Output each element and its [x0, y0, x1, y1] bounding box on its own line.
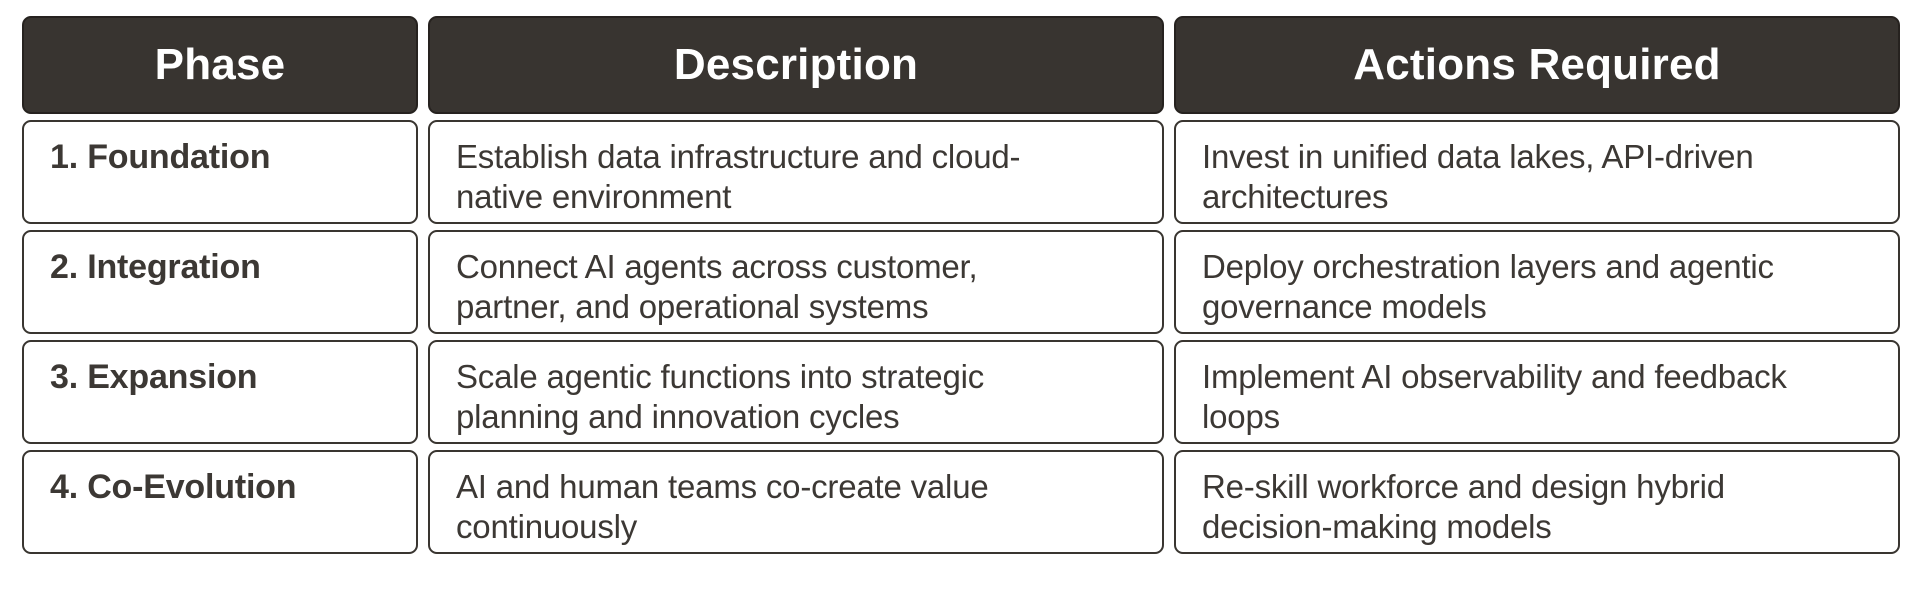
description-cell-foundation: Establish data infrastructure and cloud-… — [428, 120, 1164, 224]
column-header-phase: Phase — [22, 16, 418, 114]
description-cell-expansion: Scale agentic functions into strategic p… — [428, 340, 1164, 444]
phase-cell-foundation: 1. Foundation — [22, 120, 418, 224]
column-header-description: Description — [428, 16, 1164, 114]
phase-cell-expansion: 3. Expansion — [22, 340, 418, 444]
actions-cell-co-evolution: Re-skill workforce and design hybrid dec… — [1174, 450, 1900, 554]
description-cell-co-evolution: AI and human teams co-create value conti… — [428, 450, 1164, 554]
actions-cell-foundation: Invest in unified data lakes, API-driven… — [1174, 120, 1900, 224]
actions-cell-expansion: Implement AI observability and feedback … — [1174, 340, 1900, 444]
description-cell-integration: Connect AI agents across customer, partn… — [428, 230, 1164, 334]
phase-cell-co-evolution: 4. Co-Evolution — [22, 450, 418, 554]
phase-table: Phase Description Actions Required 1. Fo… — [22, 16, 1900, 554]
actions-cell-integration: Deploy orchestration layers and agentic … — [1174, 230, 1900, 334]
phase-cell-integration: 2. Integration — [22, 230, 418, 334]
column-header-actions-required: Actions Required — [1174, 16, 1900, 114]
